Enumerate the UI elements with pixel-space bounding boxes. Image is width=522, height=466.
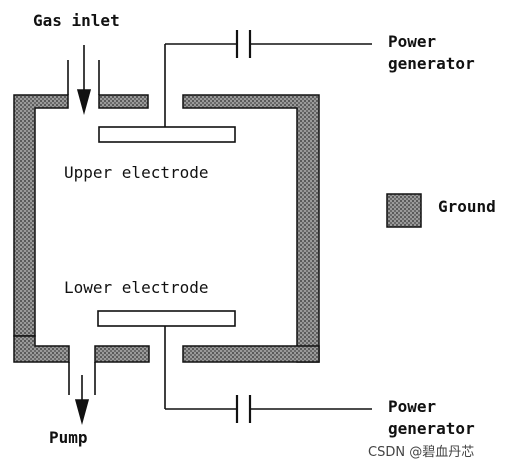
pump-arrow	[68, 362, 96, 426]
ground-label: Ground	[438, 197, 496, 216]
bottom-capacitor	[164, 326, 372, 423]
pump-label: Pump	[49, 428, 88, 447]
top-capacitor	[165, 30, 372, 58]
upper-electrode	[98, 44, 236, 143]
lower-electrode-label: Lower electrode	[64, 278, 209, 297]
gas-inlet-arrow	[67, 45, 100, 116]
chamber-wall	[13, 94, 320, 363]
chamber-wall-bottom-middle	[94, 345, 150, 363]
lower-electrode	[97, 310, 236, 327]
chamber-wall-bottom-right	[182, 345, 320, 363]
upper-electrode-label: Upper electrode	[64, 163, 209, 182]
power-generator-top-label-line2: generator	[388, 54, 475, 73]
power-generator-top-label-line1: Power	[388, 32, 436, 51]
chamber-wall-bottom-left	[13, 335, 70, 363]
chamber-wall-top-left	[13, 94, 69, 337]
power-generator-bottom-label-line1: Power	[388, 397, 436, 416]
gas-inlet-label: Gas inlet	[33, 11, 120, 30]
ground-legend-swatch	[386, 193, 422, 228]
power-generator-bottom-label-line2: generator	[388, 419, 475, 438]
watermark: CSDN @碧血丹芯	[368, 445, 474, 460]
chamber-wall-top-middle	[98, 94, 149, 109]
